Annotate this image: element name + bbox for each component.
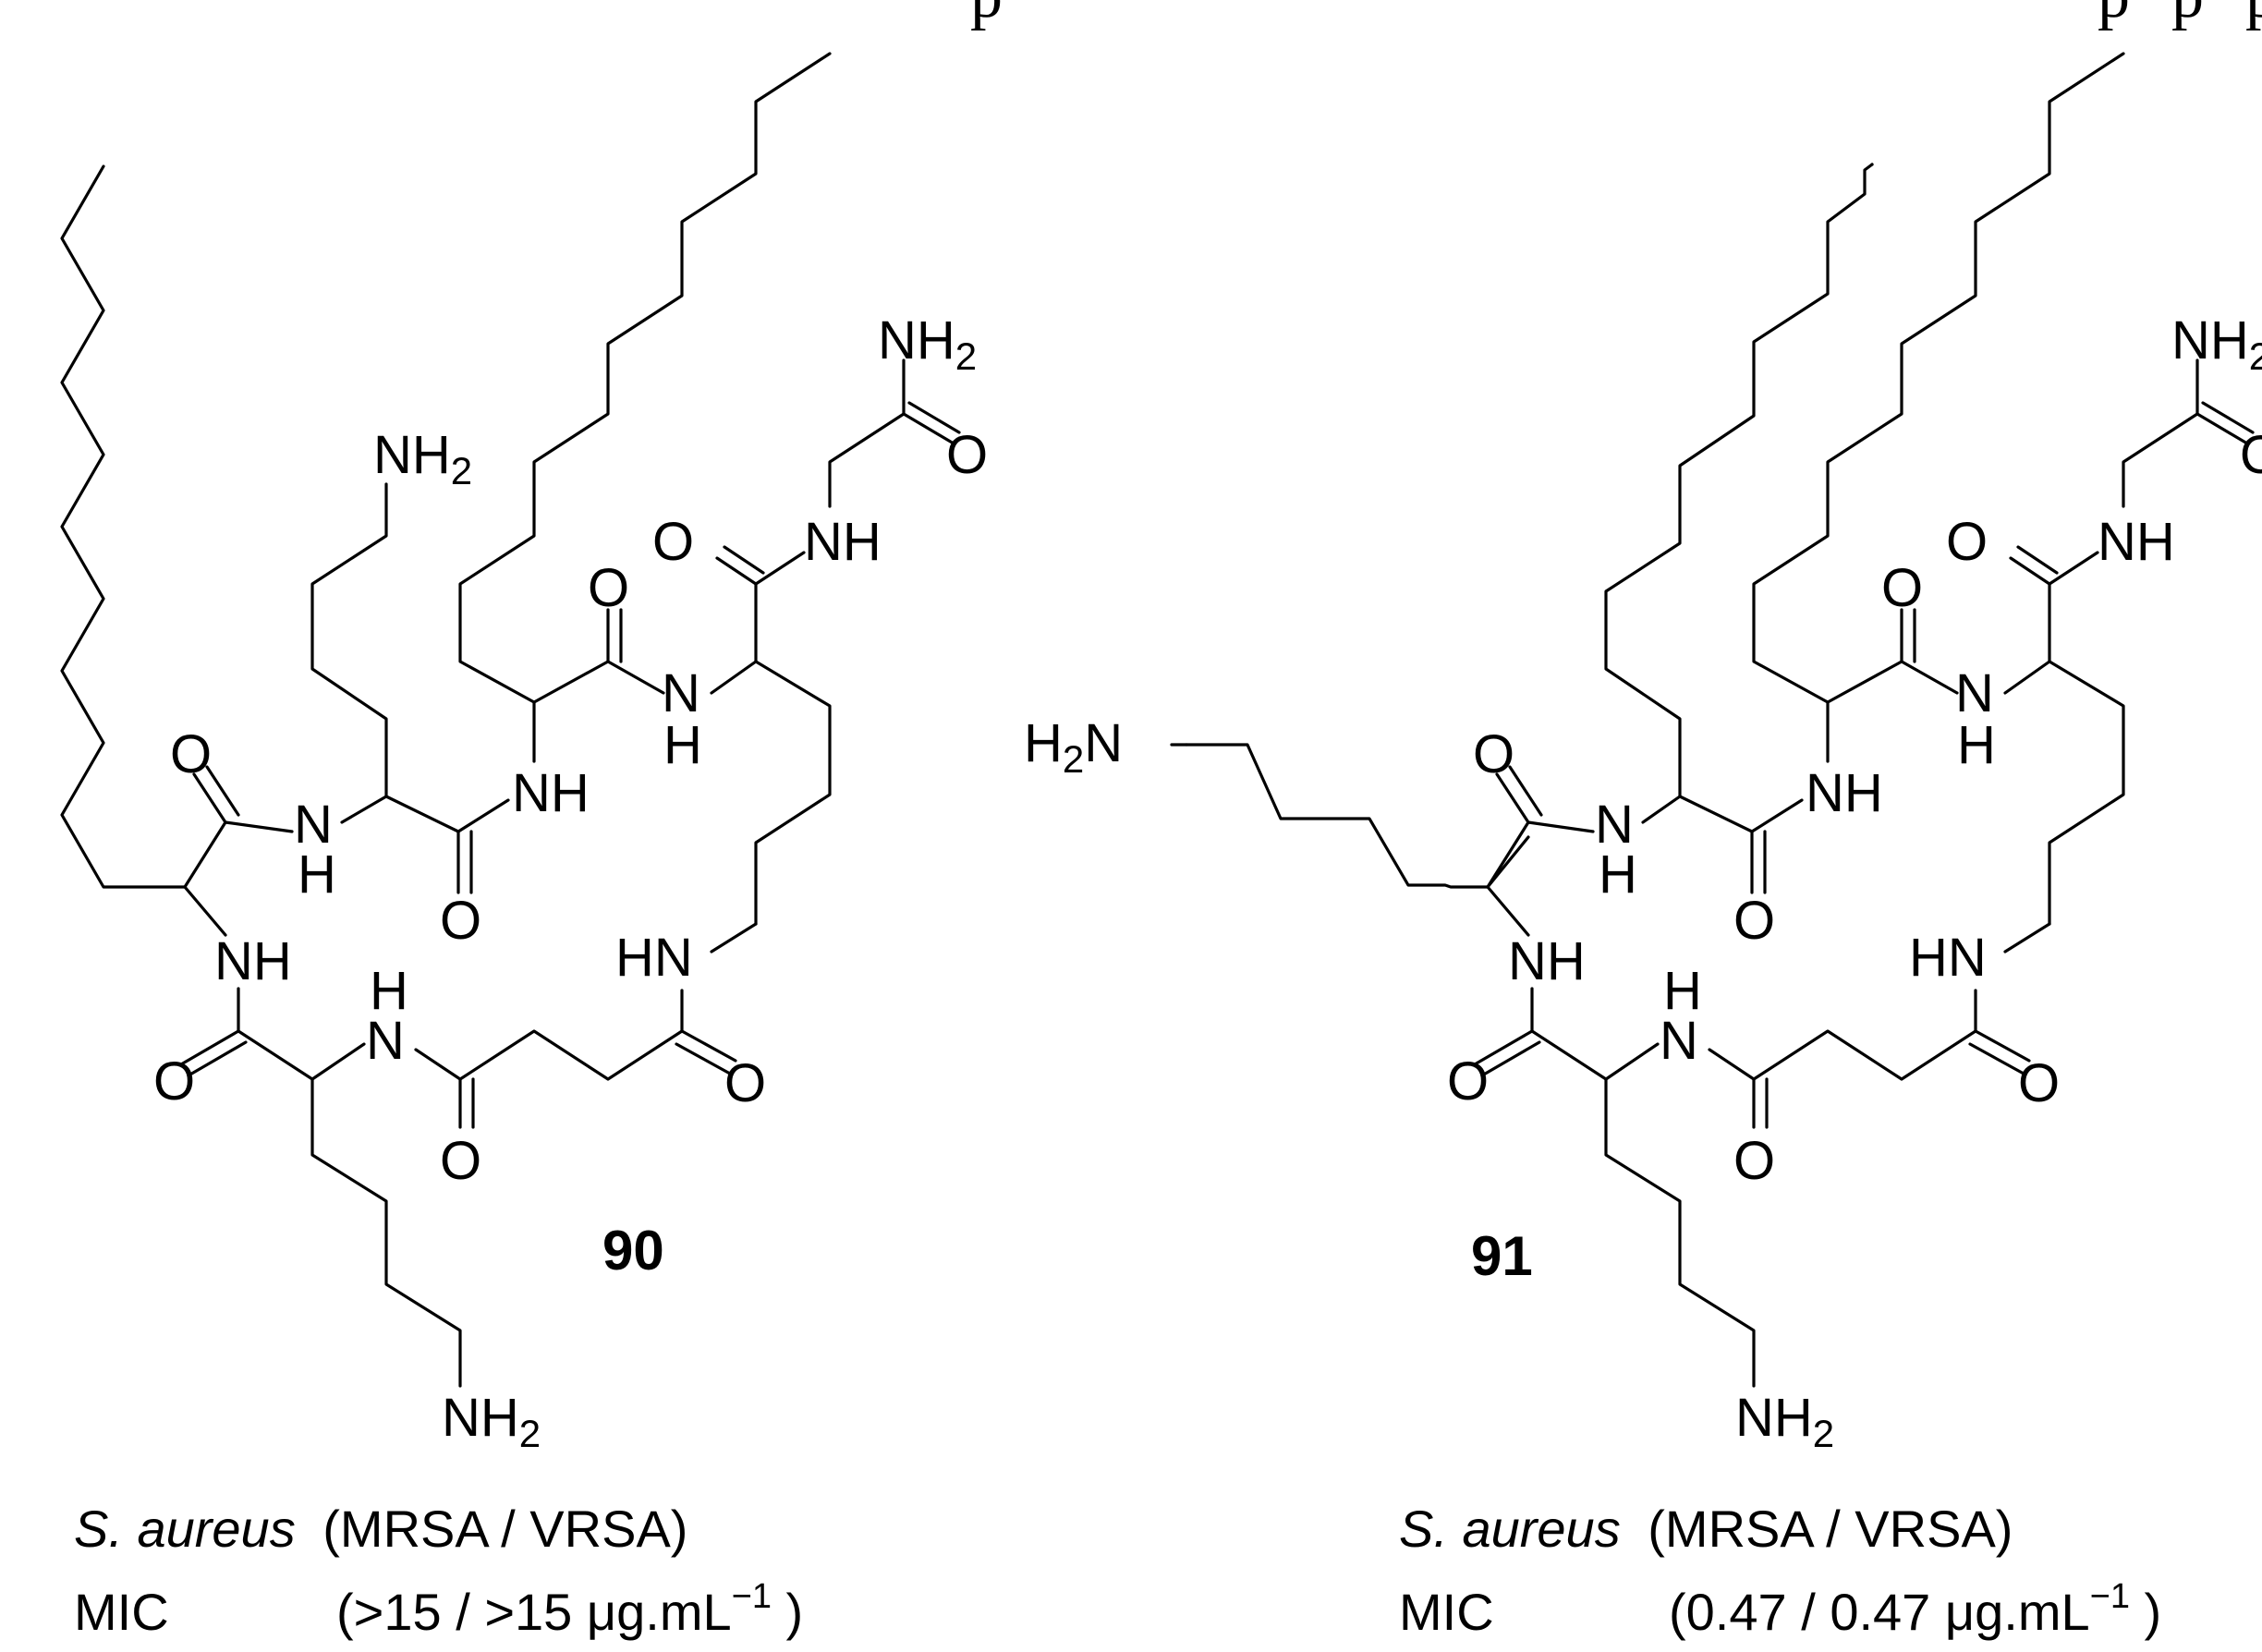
svg-text:NH2: NH2 [878, 310, 977, 378]
svg-text:O: O [2018, 1053, 2060, 1113]
svg-text:O: O [652, 512, 694, 572]
svg-text:p: p [970, 0, 1003, 31]
compound-90-label: 90 [602, 1220, 664, 1282]
compound-91-structure [1170, 52, 2255, 1388]
svg-text:NH: NH [2098, 512, 2175, 572]
svg-text:O: O [1733, 1131, 1775, 1191]
svg-text:H: H [1663, 961, 1702, 1021]
svg-text:N: N [1955, 663, 1994, 723]
svg-text:NH: NH [214, 931, 292, 991]
svg-text:p: p [2245, 0, 2262, 31]
svg-text:N: N [366, 1011, 405, 1071]
top-cropped-text: p p p p [970, 0, 2262, 31]
svg-text:(>15 / >15 μg.mL−1 ): (>15 / >15 μg.mL−1 ) [336, 1577, 803, 1641]
svg-text:N: N [1660, 1011, 1698, 1071]
svg-text:H: H [1957, 715, 1996, 775]
compound-91-atom-labels: H2N O N H O NH O N H O NH O NH2 HN O O H… [1024, 310, 2262, 1455]
svg-text:O: O [1946, 512, 1988, 572]
svg-text:S. aureus (MRSA / VRSA): S. aureus (MRSA / VRSA) [1399, 1500, 2013, 1558]
svg-text:HN: HN [615, 928, 693, 988]
svg-text:p: p [2098, 0, 2130, 31]
svg-text:H: H [1599, 844, 1637, 905]
svg-text:NH2: NH2 [373, 425, 472, 492]
svg-text:O: O [946, 425, 988, 485]
svg-text:O: O [1447, 1051, 1489, 1111]
svg-text:NH: NH [1806, 763, 1883, 823]
svg-text:O: O [440, 1131, 481, 1191]
svg-text:MIC: MIC [1399, 1583, 1494, 1641]
svg-text:HN: HN [1909, 928, 1987, 988]
svg-text:H: H [663, 715, 702, 775]
svg-text:MIC: MIC [74, 1583, 169, 1641]
svg-text:H: H [298, 844, 336, 905]
svg-text:O: O [1473, 724, 1514, 784]
svg-text:N: N [1595, 795, 1634, 855]
svg-text:N: N [294, 795, 333, 855]
svg-text:NH2: NH2 [1735, 1388, 1834, 1455]
svg-text:O: O [1733, 891, 1775, 951]
svg-text:NH: NH [804, 512, 882, 572]
svg-text:O: O [724, 1053, 766, 1113]
svg-text:NH2: NH2 [2171, 310, 2262, 378]
compound-90-atom-labels: NH2 O N H O NH O N H O NH O NH2 HN O O H… [153, 310, 988, 1455]
svg-text:p: p [2171, 0, 2204, 31]
svg-text:H: H [370, 961, 408, 1021]
compound-91-label: 91 [1471, 1225, 1533, 1287]
svg-text:O: O [1881, 558, 1923, 618]
svg-text:O: O [153, 1051, 195, 1111]
svg-text:O: O [2240, 425, 2262, 485]
compound-90-activity: S. aureus (MRSA / VRSA) MIC (>15 / >15 μ… [74, 1500, 803, 1641]
svg-text:NH: NH [1508, 931, 1586, 991]
svg-text:N: N [662, 663, 700, 723]
svg-text:O: O [588, 558, 629, 618]
svg-text:O: O [440, 891, 481, 951]
compound-90-structure [60, 52, 961, 1388]
svg-text:S. aureus (MRSA / VRSA): S. aureus (MRSA / VRSA) [74, 1500, 687, 1558]
svg-text:NH: NH [512, 763, 590, 823]
svg-text:H2N: H2N [1024, 713, 1123, 781]
svg-text:O: O [170, 724, 212, 784]
svg-text:(0.47 / 0.47 μg.mL−1 ): (0.47 / 0.47 μg.mL−1 ) [1669, 1577, 2161, 1641]
svg-text:NH2: NH2 [442, 1388, 541, 1455]
compound-91-activity: S. aureus (MRSA / VRSA) MIC (0.47 / 0.47… [1399, 1500, 2161, 1641]
